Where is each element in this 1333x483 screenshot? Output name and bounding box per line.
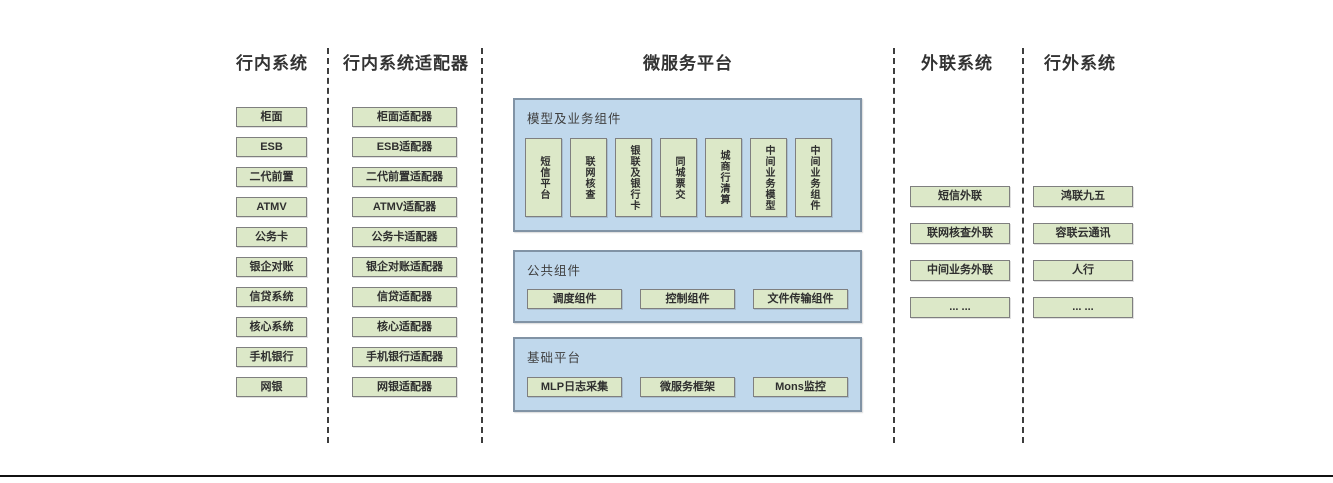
external-link-node: 中间业务外联	[910, 260, 1010, 281]
internal-system-node: 信贷系统	[236, 287, 307, 307]
outside-system-node: 鸿联九五	[1033, 186, 1133, 207]
internal-system-node: 柜面	[236, 107, 307, 127]
adapter-node: 柜面适配器	[352, 107, 457, 127]
external-link-node: ... ...	[910, 297, 1010, 318]
common-component-node: 控制组件	[640, 289, 735, 309]
column-title-external-link-systems: 外联系统	[921, 54, 993, 73]
model-component-node: 同城票交	[660, 138, 697, 217]
internal-system-node: 二代前置	[236, 167, 307, 187]
node-label: 联网核查	[583, 155, 594, 200]
node-label: 城商行清算	[718, 150, 729, 205]
column-title-outside-systems: 行外系统	[1044, 54, 1116, 73]
adapter-node: 公务卡适配器	[352, 227, 457, 247]
internal-system-node: 公务卡	[236, 227, 307, 247]
separator-line-4	[1022, 48, 1024, 443]
adapter-node: 手机银行适配器	[352, 347, 457, 367]
outside-system-node: 容联云通讯	[1033, 223, 1133, 244]
internal-system-node: ESB	[236, 137, 307, 157]
internal-system-node: ATMV	[236, 197, 307, 217]
model-component-node: 中间业务组件	[795, 138, 832, 217]
internal-system-node: 核心系统	[236, 317, 307, 337]
node-label: 短信平台	[538, 155, 549, 200]
panel-title: 公共组件	[527, 264, 582, 278]
internal-system-node: 银企对账	[236, 257, 307, 277]
adapters-column: 柜面适配器 ESB适配器 二代前置适配器 ATMV适配器 公务卡适配器 银企对账…	[352, 107, 457, 397]
common-component-node: 文件传输组件	[753, 289, 848, 309]
base-platform-node: Mons监控	[753, 377, 848, 397]
separator-line-3	[893, 48, 895, 443]
model-component-node: 银联及银行卡	[615, 138, 652, 217]
external-link-node: 短信外联	[910, 186, 1010, 207]
adapter-node: 核心适配器	[352, 317, 457, 337]
internal-system-node: 网银	[236, 377, 307, 397]
panel-title: 模型及业务组件	[527, 112, 622, 126]
adapter-node: 银企对账适配器	[352, 257, 457, 277]
node-label: 银联及银行卡	[628, 144, 639, 211]
column-title-internal-adapters: 行内系统适配器	[343, 54, 469, 73]
model-component-node: 联网核查	[570, 138, 607, 217]
outside-system-node: ... ...	[1033, 297, 1133, 318]
model-component-node: 中间业务模型	[750, 138, 787, 217]
column-title-microservice-platform: 微服务平台	[643, 54, 733, 73]
adapter-node: ATMV适配器	[352, 197, 457, 217]
model-component-node: 城商行清算	[705, 138, 742, 217]
base-platform-node: MLP日志采集	[527, 377, 622, 397]
outside-system-node: 人行	[1033, 260, 1133, 281]
node-label: 中间业务模型	[763, 144, 774, 211]
column-title-internal-systems: 行内系统	[236, 54, 308, 73]
common-components-row: 调度组件 控制组件 文件传输组件	[527, 289, 848, 309]
panel-title: 基础平台	[527, 351, 582, 365]
adapter-node: ESB适配器	[352, 137, 457, 157]
base-platform-row: MLP日志采集 微服务框架 Mons监控	[527, 377, 848, 397]
internal-systems-column: 柜面 ESB 二代前置 ATMV 公务卡 银企对账 信贷系统 核心系统 手机银行…	[236, 107, 307, 397]
common-components-panel: 公共组件 调度组件 控制组件 文件传输组件	[513, 250, 862, 323]
internal-system-node: 手机银行	[236, 347, 307, 367]
model-business-components-panel: 模型及业务组件 短信平台 联网核查 银联及银行卡 同城票交 城商行清算 中间业务…	[513, 98, 862, 232]
adapter-node: 信贷适配器	[352, 287, 457, 307]
base-platform-panel: 基础平台 MLP日志采集 微服务框架 Mons监控	[513, 337, 862, 412]
external-link-systems-column: 短信外联 联网核查外联 中间业务外联 ... ...	[910, 186, 1010, 318]
separator-line-2	[481, 48, 483, 443]
base-platform-node: 微服务框架	[640, 377, 735, 397]
node-label: 中间业务组件	[808, 144, 819, 211]
bottom-rule	[0, 475, 1333, 477]
external-link-node: 联网核查外联	[910, 223, 1010, 244]
outside-systems-column: 鸿联九五 容联云通讯 人行 ... ...	[1033, 186, 1133, 318]
adapter-node: 网银适配器	[352, 377, 457, 397]
adapter-node: 二代前置适配器	[352, 167, 457, 187]
model-component-node: 短信平台	[525, 138, 562, 217]
separator-line-1	[327, 48, 329, 443]
common-component-node: 调度组件	[527, 289, 622, 309]
node-label: 同城票交	[673, 155, 684, 200]
model-components-row: 短信平台 联网核查 银联及银行卡 同城票交 城商行清算 中间业务模型 中间业务组…	[525, 138, 832, 217]
